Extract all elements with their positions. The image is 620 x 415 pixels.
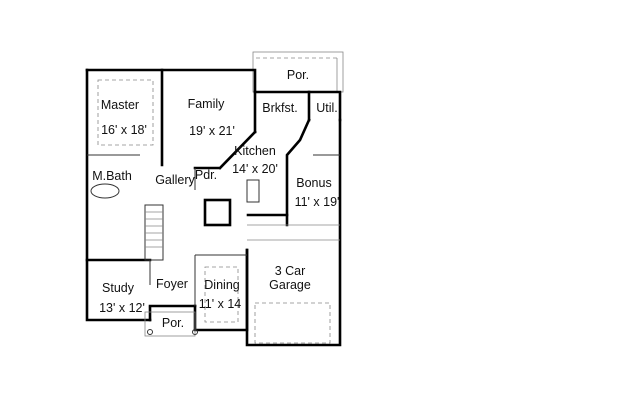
- family-label: Family: [188, 97, 226, 111]
- garage-label-2: Garage: [269, 278, 311, 292]
- staircase: [144, 204, 164, 261]
- bonus-label: Bonus: [296, 176, 331, 190]
- study-label: Study: [102, 281, 135, 295]
- kitchen-island: [246, 179, 260, 203]
- utility-label: Util.: [316, 101, 338, 115]
- gallery-label: Gallery: [155, 173, 195, 187]
- ceiling-outlines: [97, 79, 331, 344]
- bonus-size: 11' x 19': [295, 195, 340, 209]
- front-porch: [144, 311, 198, 337]
- dining-size: 11' x 14: [199, 297, 242, 311]
- family-size: 19' x 21': [189, 124, 235, 138]
- rear-porch-label: Por.: [287, 68, 309, 82]
- master-label: Master: [101, 98, 139, 112]
- powder-label: Pdr.: [195, 168, 217, 182]
- garage-label: 3 Car: [275, 264, 306, 278]
- dining-label: Dining: [204, 278, 239, 292]
- breakfast-label: Brkfst.: [262, 101, 297, 115]
- master-size: 16' x 18': [101, 123, 147, 137]
- foyer-label: Foyer: [156, 277, 188, 291]
- master-bath-label: M.Bath: [92, 169, 132, 183]
- interior-walls: [85, 68, 340, 306]
- kitchen-label: Kitchen: [234, 144, 276, 158]
- kitchen-size: 14' x 20': [232, 162, 278, 176]
- front-porch-label: Por.: [162, 316, 184, 330]
- bathtub: [90, 183, 120, 199]
- study-size: 13' x 12': [99, 301, 145, 315]
